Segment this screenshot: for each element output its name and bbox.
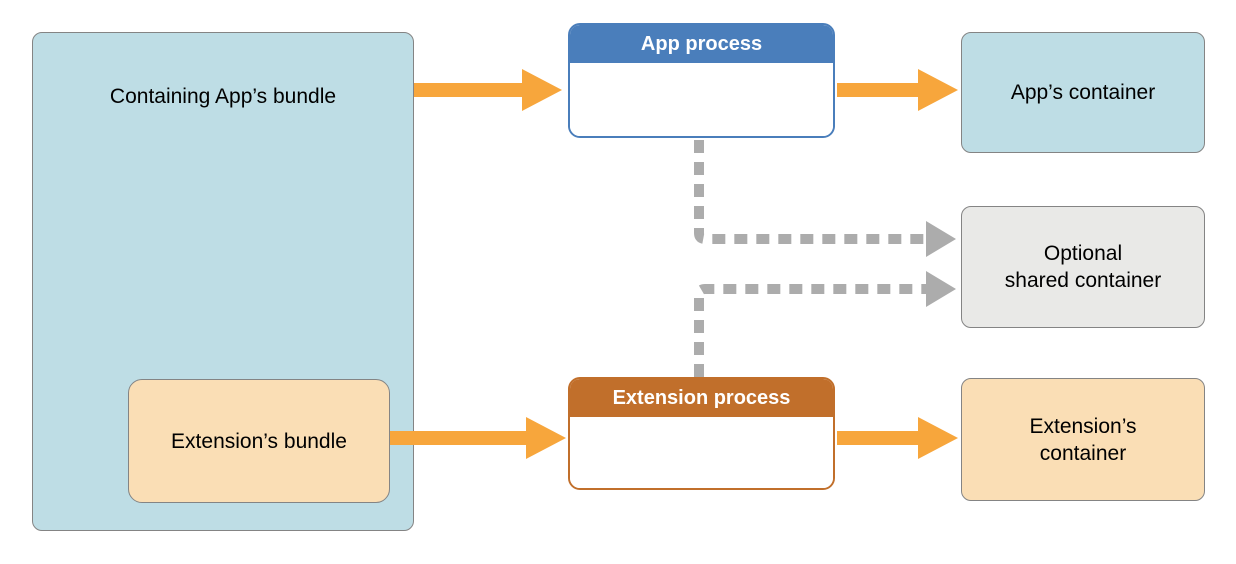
node-extension-bundle: Extension’s bundle bbox=[128, 379, 390, 503]
arrow-bundle-to-app-process bbox=[414, 69, 562, 111]
node-apps-container: App’s container bbox=[961, 32, 1205, 153]
extension-bundle-label: Extension’s bundle bbox=[171, 429, 347, 453]
node-extensions-container: Extension’s container bbox=[961, 378, 1205, 501]
app-process-body bbox=[570, 63, 833, 136]
extension-process-body bbox=[570, 417, 833, 488]
node-extension-process: Extension process bbox=[568, 377, 835, 490]
app-process-header: App process bbox=[570, 25, 833, 63]
dashed-arrow-extension-process-to-shared-container bbox=[694, 271, 956, 377]
apps-container-label: App’s container bbox=[1010, 81, 1156, 104]
extensions-container-label: Extension’s container bbox=[1029, 414, 1137, 465]
containing-app-bundle-label: Containing App’s bundle bbox=[109, 85, 337, 108]
arrow-extension-process-to-extensions-container bbox=[837, 417, 958, 459]
extension-process-title: Extension process bbox=[612, 386, 791, 409]
node-shared-container: Optional shared container bbox=[961, 206, 1205, 328]
arrow-extension-bundle-to-extension-process bbox=[390, 417, 566, 459]
dashed-arrow-app-process-to-shared-container bbox=[694, 140, 956, 257]
arrow-app-process-to-apps-container bbox=[837, 69, 958, 111]
extension-process-header: Extension process bbox=[570, 379, 833, 417]
app-process-title: App process bbox=[640, 32, 763, 55]
shared-container-label: Optional shared container bbox=[1004, 242, 1162, 292]
node-app-process: App process bbox=[568, 23, 835, 138]
